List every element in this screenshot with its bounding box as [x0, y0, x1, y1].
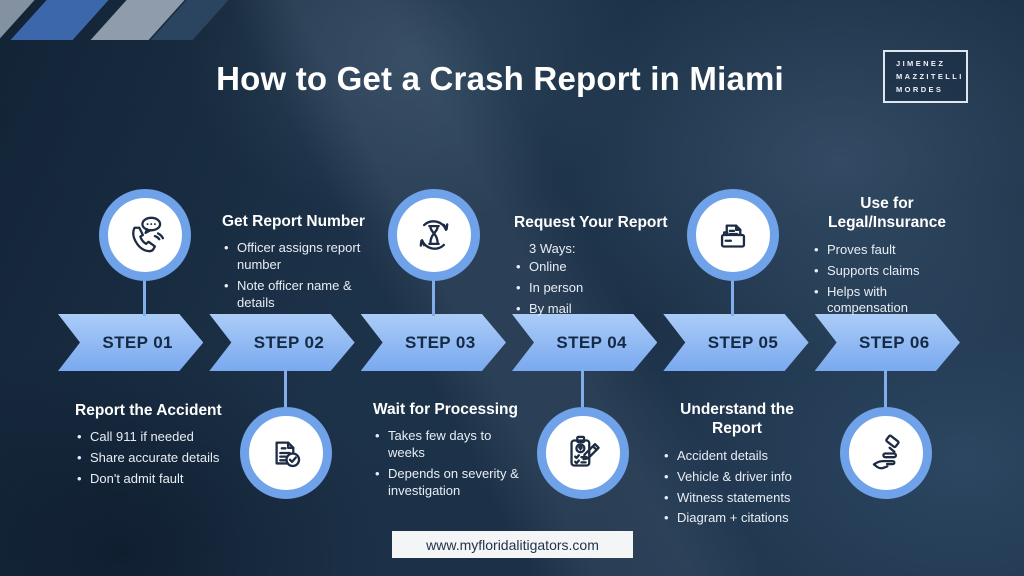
bullet: Accident details	[662, 448, 812, 465]
hourglass-processing-icon	[419, 220, 449, 250]
page-title: How to Get a Crash Report in Miami	[216, 60, 784, 97]
clipboard-request-icon	[570, 435, 600, 467]
step-4-heading: Request Your Report	[514, 214, 668, 231]
step-5-icon-circle	[687, 189, 779, 281]
document-tray-icon	[720, 224, 746, 248]
website-url-bar: www.myfloridalitigators.com	[392, 531, 633, 558]
firm-logo: JIMENEZ MAZZITELLI MORDES	[883, 50, 968, 103]
bullet: Helps with compensation	[812, 284, 962, 318]
connector-line	[731, 279, 734, 316]
connector-line	[581, 369, 584, 408]
step-6-bullets: Proves fault Supports claims Helps with …	[812, 242, 962, 318]
step-1-bullets: Call 911 if needed Share accurate detail…	[75, 429, 225, 488]
firm-logo-line: MAZZITELLI	[896, 72, 964, 81]
step-arrow-3: STEP 03	[361, 314, 506, 371]
connector-line	[284, 369, 287, 408]
step-1-heading: Report the Accident	[75, 402, 222, 419]
step-arrow-5: STEP 05	[663, 314, 808, 371]
step-2-heading: Get Report Number	[222, 213, 365, 230]
bullet: Share accurate details	[75, 450, 225, 467]
bullet: Witness statements	[662, 490, 812, 507]
report-document-check-icon	[275, 441, 301, 468]
step-3-icon-circle	[388, 189, 480, 281]
bullet: Online	[514, 259, 679, 276]
step-4-intro: 3 Ways:	[529, 241, 576, 257]
step-arrow-6: STEP 06	[815, 314, 960, 371]
connector-line	[884, 369, 887, 408]
step-2-details: Get Report Number Officer assigns report…	[222, 212, 380, 316]
bullet: Supports claims	[812, 263, 962, 280]
step-arrow-1: STEP 01	[58, 314, 203, 371]
step-2-icon-circle	[240, 407, 332, 499]
step-3-bullets: Takes few days to weeks Depends on sever…	[373, 428, 523, 500]
phone-call-icon	[132, 216, 165, 253]
connector-line	[143, 279, 146, 316]
step-5-details: Understand the Report Accident details V…	[662, 400, 812, 531]
gavel-hand-icon	[872, 434, 900, 470]
step-6-icon-circle	[840, 407, 932, 499]
bullet: Don't admit fault	[75, 471, 225, 488]
step-4-icon-circle	[537, 407, 629, 499]
step-arrow-4: STEP 04	[512, 314, 657, 371]
step-3-heading: Wait for Processing	[373, 401, 518, 418]
bullet: Vehicle & driver info	[662, 469, 812, 486]
step-4-details: Request Your Report 3 Ways: Online In pe…	[514, 213, 679, 322]
connector-line	[432, 279, 435, 316]
bullet: Officer assigns report number	[222, 240, 380, 274]
bullet: Takes few days to weeks	[373, 428, 523, 462]
step-6-heading: Use for Legal/Insurance	[827, 195, 946, 232]
bullet: Call 911 if needed	[75, 429, 225, 446]
step-1-icon-circle	[99, 189, 191, 281]
firm-logo-line: JIMENEZ	[896, 59, 946, 68]
step-3-details: Wait for Processing Takes few days to we…	[373, 400, 523, 504]
timeline-arrow-band: STEP 01 STEP 02 STEP 03 STEP 04 STEP 05 …	[58, 314, 960, 371]
bullet: In person	[514, 280, 679, 297]
bullet: By mail	[514, 301, 679, 318]
bullet: Note officer name & details	[222, 278, 380, 312]
step-6-details: Use for Legal/Insurance Proves fault Sup…	[812, 194, 962, 321]
step-5-bullets: Accident details Vehicle & driver info W…	[662, 448, 812, 528]
bullet: Proves fault	[812, 242, 962, 259]
bullet: Depends on severity & investigation	[373, 466, 523, 500]
bullet: Diagram + citations	[662, 510, 812, 527]
step-5-heading: Understand the Report	[680, 401, 794, 438]
step-arrow-2: STEP 02	[209, 314, 354, 371]
step-1-details: Report the Accident Call 911 if needed S…	[75, 401, 225, 492]
step-4-bullets: Online In person By mail	[514, 259, 679, 318]
step-2-bullets: Officer assigns report number Note offic…	[222, 240, 380, 312]
firm-logo-line: MORDES	[896, 85, 944, 94]
